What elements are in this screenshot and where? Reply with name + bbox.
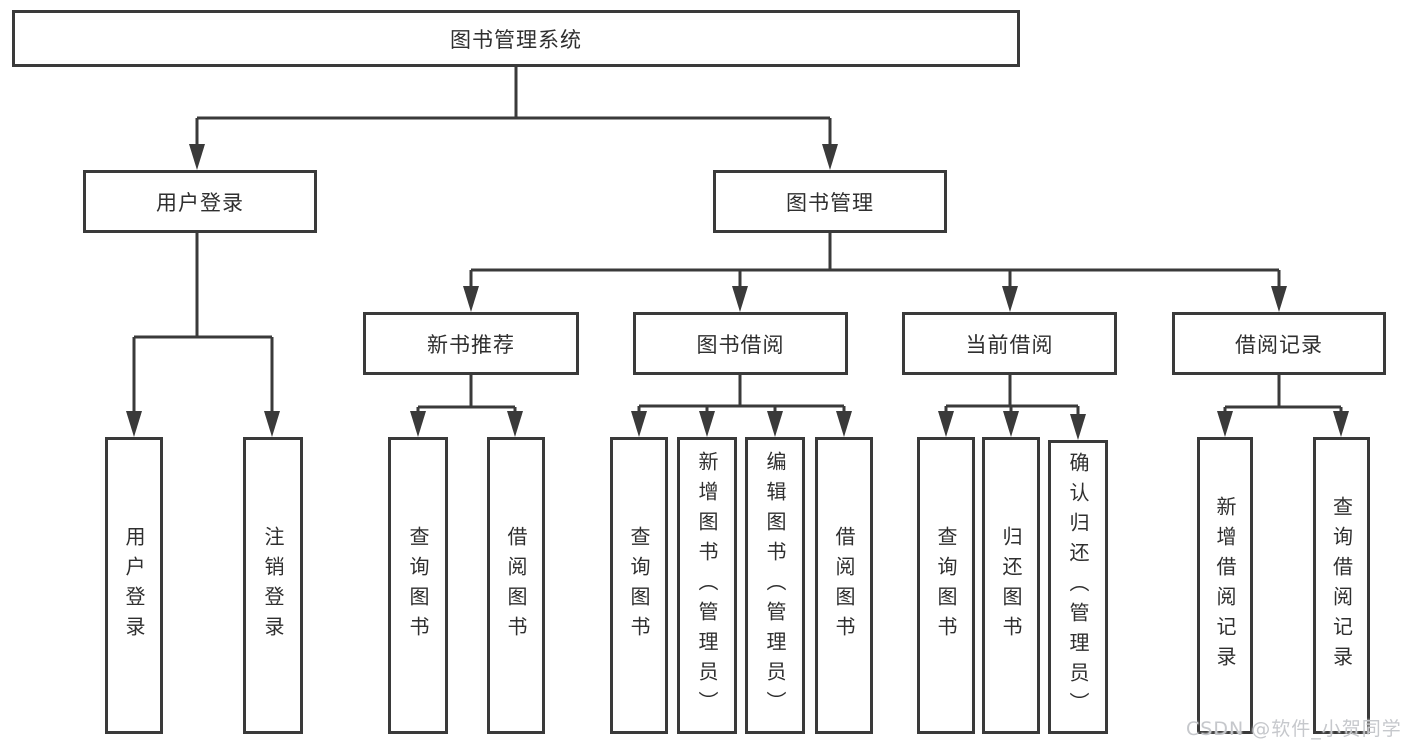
node-user-login: 用户登录 bbox=[83, 170, 317, 233]
edge-userlogin-to-leaves bbox=[132, 233, 274, 414]
node-borrow-records-label: 借阅记录 bbox=[1235, 332, 1323, 357]
leaf-confirm-return-admin-label: 确认归还（管理员） bbox=[1066, 452, 1090, 722]
leaf-return-books-label: 归还图书 bbox=[999, 525, 1023, 646]
leaf-query-books-borrowing: 查询图书 bbox=[610, 437, 668, 734]
leaf-logout-label: 注销登录 bbox=[261, 525, 285, 646]
node-current-borrowing-label: 当前借阅 bbox=[965, 332, 1054, 357]
node-book-management-label: 图书管理 bbox=[786, 190, 874, 215]
arrow-icon bbox=[822, 144, 838, 170]
arrow-icon bbox=[1003, 411, 1019, 437]
arrow-icon bbox=[767, 411, 783, 437]
leaf-add-books-admin: 新增图书（管理员） bbox=[677, 437, 737, 734]
arrow-icon bbox=[938, 411, 954, 437]
node-book-borrowing-label: 图书借阅 bbox=[696, 332, 785, 357]
node-new-book-recommend: 新书推荐 bbox=[363, 312, 579, 375]
arrow-icon bbox=[732, 286, 748, 312]
node-root: 图书管理系统 bbox=[12, 10, 1020, 67]
arrow-icon bbox=[410, 411, 426, 437]
leaf-query-books-current: 查询图书 bbox=[917, 437, 975, 734]
arrow-icon bbox=[507, 411, 523, 437]
arrow-icon bbox=[1271, 286, 1287, 312]
leaf-borrow-books-recommend: 借阅图书 bbox=[487, 437, 545, 734]
leaf-borrow-books-recommend-label: 借阅图书 bbox=[504, 525, 528, 646]
arrow-icon bbox=[463, 286, 479, 312]
arrow-icon bbox=[1217, 411, 1233, 437]
edge-records-to-leaves bbox=[1223, 375, 1343, 414]
leaf-logout: 注销登录 bbox=[243, 437, 303, 734]
edge-bookmgmt-to-modules bbox=[469, 233, 1281, 290]
arrow-icon bbox=[699, 411, 715, 437]
leaf-edit-books-admin-label: 编辑图书（管理员） bbox=[763, 450, 787, 721]
node-new-book-recommend-label: 新书推荐 bbox=[427, 332, 515, 357]
arrowheads bbox=[126, 144, 1349, 440]
edge-root-to-level2 bbox=[195, 67, 832, 148]
leaf-query-books-borrowing-label: 查询图书 bbox=[627, 525, 651, 646]
node-root-label: 图书管理系统 bbox=[450, 27, 582, 52]
leaf-edit-books-admin: 编辑图书（管理员） bbox=[745, 437, 805, 734]
leaf-query-borrow-record-label: 查询借阅记录 bbox=[1329, 495, 1354, 676]
node-current-borrowing: 当前借阅 bbox=[902, 312, 1117, 375]
arrow-icon bbox=[126, 411, 142, 437]
edge-newbook-to-leaves bbox=[416, 375, 517, 414]
edge-borrow-to-leaves bbox=[637, 375, 846, 414]
edge-current-to-leaves bbox=[944, 375, 1080, 417]
arrow-icon bbox=[189, 144, 205, 170]
leaf-query-books-recommend: 查询图书 bbox=[388, 437, 448, 734]
node-book-management: 图书管理 bbox=[713, 170, 947, 233]
leaf-borrow-books-label: 借阅图书 bbox=[832, 525, 856, 646]
leaf-add-books-admin-label: 新增图书（管理员） bbox=[695, 450, 719, 721]
node-borrow-records: 借阅记录 bbox=[1172, 312, 1386, 375]
leaf-query-books-recommend-label: 查询图书 bbox=[406, 525, 430, 646]
arrow-icon bbox=[1070, 414, 1086, 440]
arrow-icon bbox=[631, 411, 647, 437]
leaf-user-login: 用户登录 bbox=[105, 437, 163, 734]
watermark: CSDN @软件_小贺同学 bbox=[1186, 718, 1402, 740]
leaf-return-books: 归还图书 bbox=[982, 437, 1040, 734]
leaf-confirm-return-admin: 确认归还（管理员） bbox=[1048, 440, 1108, 734]
leaf-user-login-label: 用户登录 bbox=[122, 525, 146, 646]
arrow-icon bbox=[1002, 286, 1018, 312]
node-book-borrowing: 图书借阅 bbox=[633, 312, 848, 375]
leaf-add-borrow-record: 新增借阅记录 bbox=[1197, 437, 1253, 734]
leaf-query-books-current-label: 查询图书 bbox=[934, 525, 958, 646]
leaf-add-borrow-record-label: 新增借阅记录 bbox=[1213, 495, 1237, 676]
arrow-icon bbox=[836, 411, 852, 437]
arrow-icon bbox=[1333, 411, 1349, 437]
leaf-borrow-books: 借阅图书 bbox=[815, 437, 873, 734]
node-user-login-label: 用户登录 bbox=[156, 190, 244, 215]
arrow-icon bbox=[264, 411, 280, 437]
leaf-query-borrow-record: 查询借阅记录 bbox=[1313, 437, 1370, 734]
